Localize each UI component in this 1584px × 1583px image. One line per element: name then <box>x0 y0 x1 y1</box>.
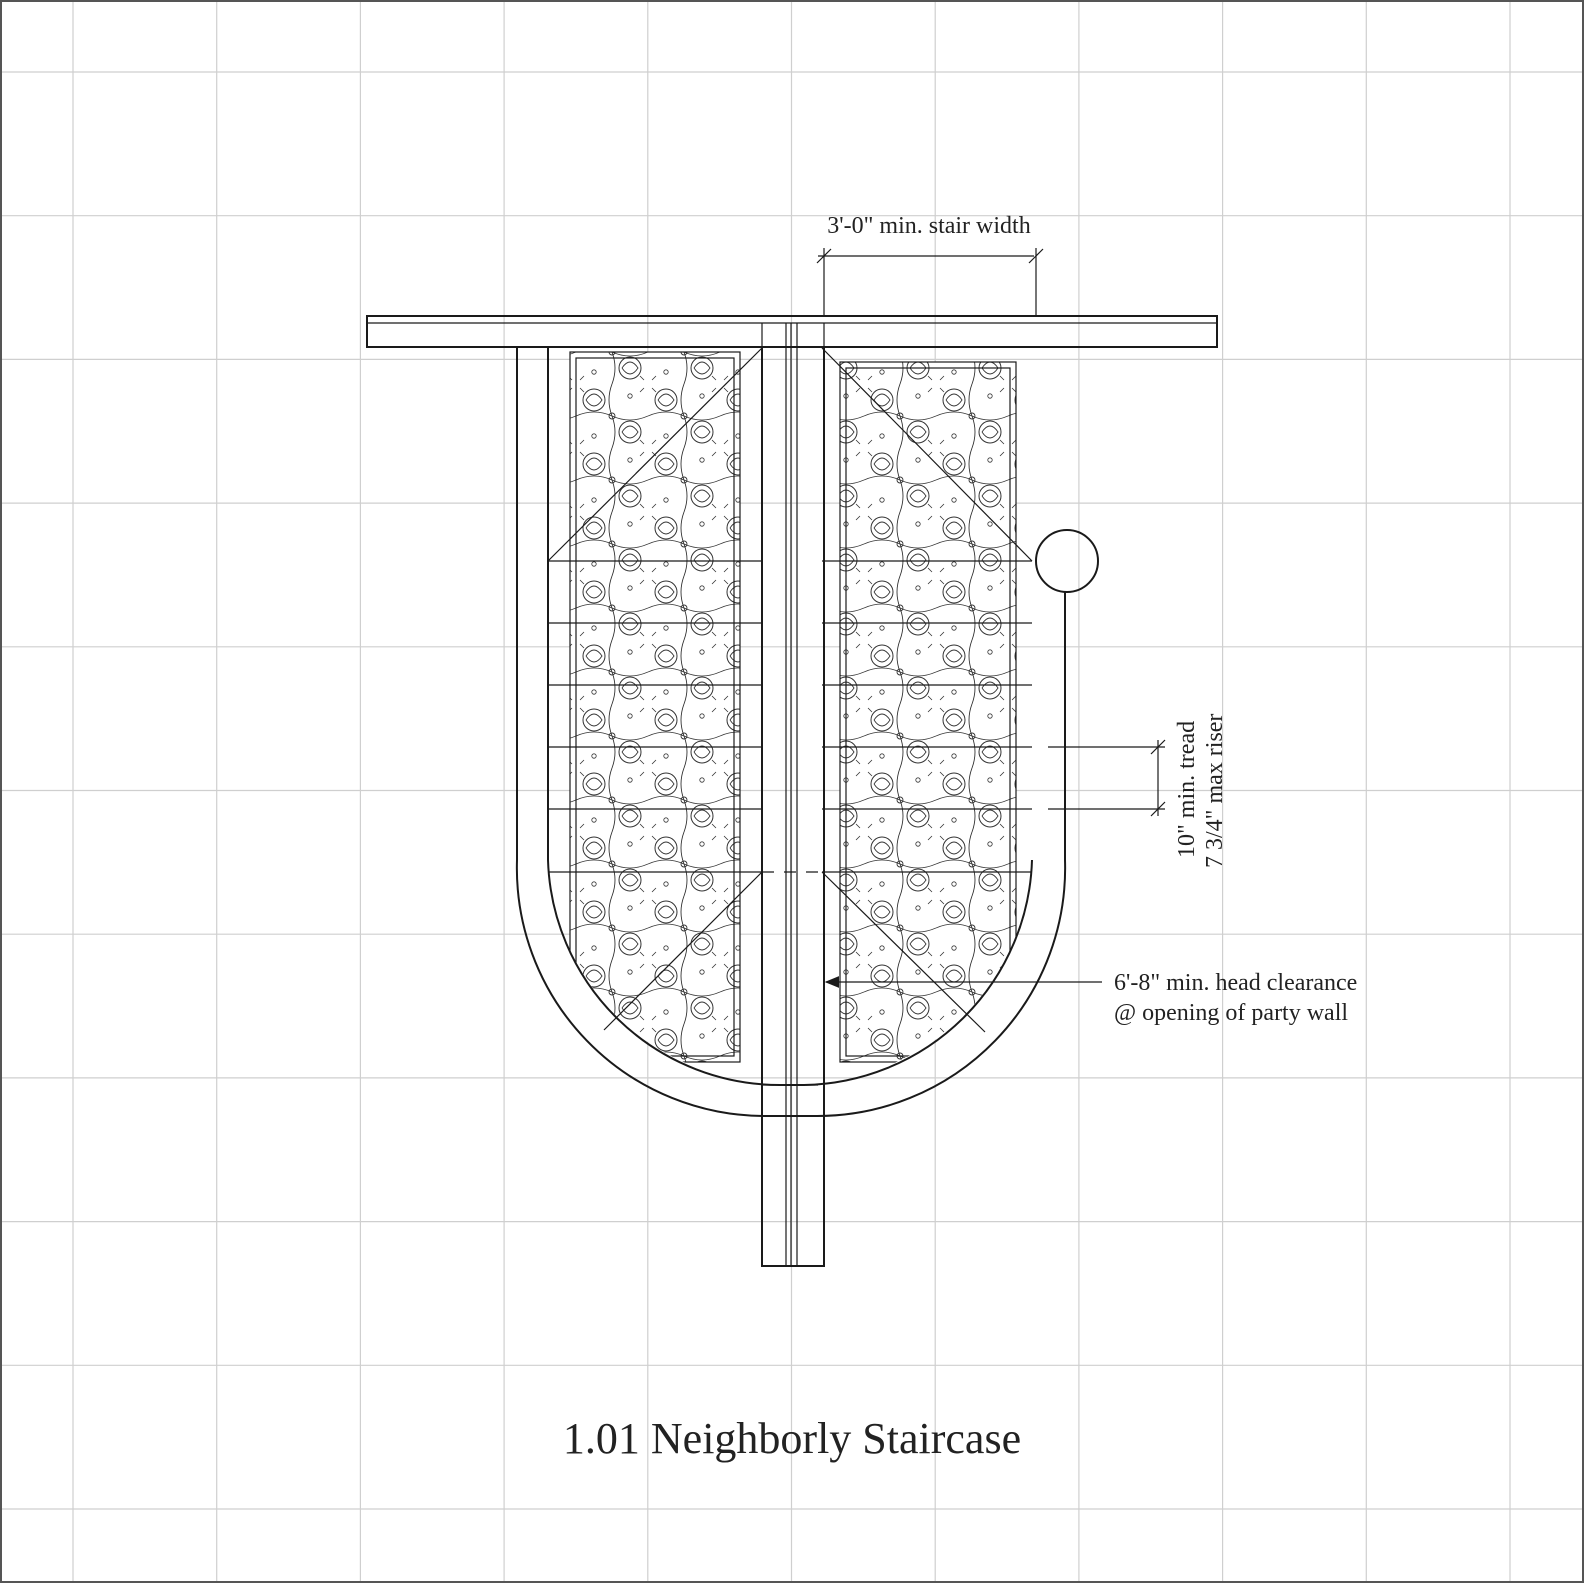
party-wall-opening <box>762 871 822 1086</box>
carpet-runner-left <box>569 351 741 1063</box>
riser-label: 7 3/4" max riser <box>1202 714 1228 868</box>
drawing-title: 1.01 Neighborly Staircase <box>563 1414 1021 1463</box>
tread-riser-dimension <box>1048 739 1166 817</box>
stair-width-dimension <box>816 248 1044 316</box>
head-clearance-label-line2: @ opening of party wall <box>1114 1000 1348 1026</box>
stair-width-label: 3'-0" min. stair width <box>827 213 1030 239</box>
tread-label: 10" min. tread <box>1174 721 1200 858</box>
stair-treads-right <box>821 347 1033 1033</box>
stair-treads-left <box>547 347 763 1031</box>
party-wall <box>761 323 825 1267</box>
newel-post-icon <box>1035 529 1099 593</box>
head-clearance-label-line1: 6'-8" min. head clearance <box>1114 970 1357 996</box>
carpet-runner-right <box>839 361 1017 1063</box>
top-wall <box>366 315 1218 348</box>
